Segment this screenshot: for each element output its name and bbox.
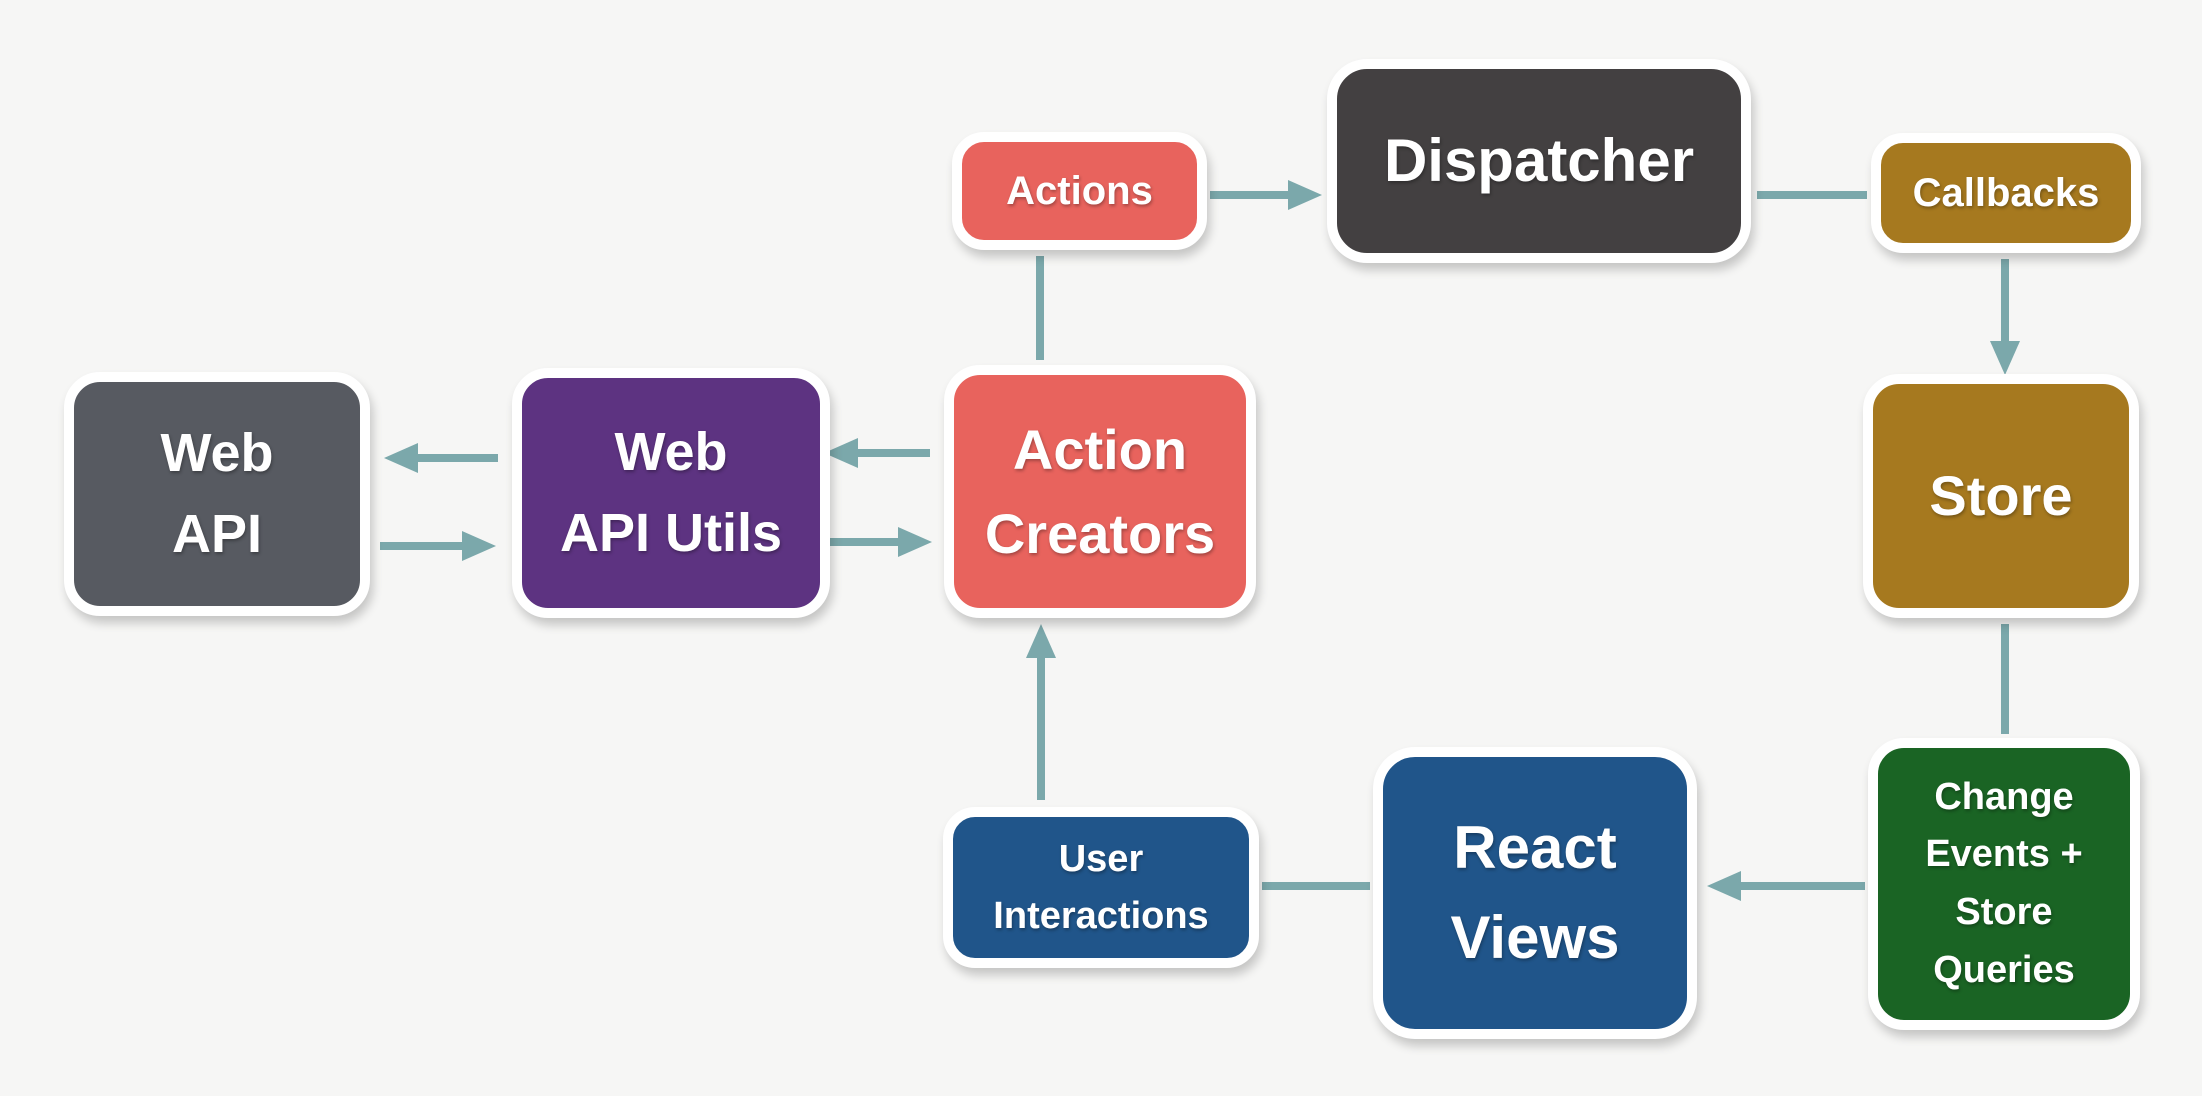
node-label: Action Creators xyxy=(985,408,1215,576)
edge-line xyxy=(1037,658,1045,800)
node-change-events-store-queries: Change Events + Store Queries xyxy=(1868,738,2140,1030)
edge-line xyxy=(1741,882,1865,890)
node-label: Change Events + Store Queries xyxy=(1925,769,2082,1000)
node-label: Web API xyxy=(160,413,273,575)
node-label: Actions xyxy=(1006,161,1153,221)
node-label-line: Action xyxy=(1012,417,1188,481)
node-label-line: Interactions xyxy=(993,894,1209,937)
node-label-line: Web xyxy=(160,423,274,483)
node-action-creators: Action Creators xyxy=(944,365,1256,618)
node-label-line: React xyxy=(1453,814,1617,881)
node-user-interactions: User Interactions xyxy=(943,807,1259,968)
edge-line xyxy=(828,538,898,546)
node-dispatcher: Dispatcher xyxy=(1327,59,1751,263)
edge-line xyxy=(2001,259,2009,341)
edge-line xyxy=(2001,624,2009,734)
edge-line xyxy=(1210,191,1288,199)
node-label-line: Creators xyxy=(984,501,1216,565)
node-label: Store xyxy=(1929,454,2072,538)
arrowhead-left-icon xyxy=(1707,871,1741,901)
node-store: Store xyxy=(1863,374,2139,618)
node-label-line: Store xyxy=(1929,464,2073,527)
node-label-line: Queries xyxy=(1933,948,2075,991)
arrowhead-down-icon xyxy=(1990,341,2020,375)
node-label: Callbacks xyxy=(1913,163,2100,223)
node-label-line: Web xyxy=(614,422,728,482)
node-label-line: Events + xyxy=(1925,833,2083,876)
node-label-line: API Utils xyxy=(559,503,783,563)
node-label: User Interactions xyxy=(993,831,1208,945)
node-web-api: Web API xyxy=(64,372,370,616)
arrowhead-right-icon xyxy=(462,531,496,561)
edge-line xyxy=(1262,882,1370,890)
node-label-line: Dispatcher xyxy=(1383,127,1695,194)
node-callbacks: Callbacks xyxy=(1871,133,2141,253)
node-label-line: Change xyxy=(1934,775,2074,818)
arrowhead-up-icon xyxy=(1026,624,1056,658)
node-label-line: User xyxy=(1058,837,1144,880)
node-label-line: Store xyxy=(1955,891,2053,933)
node-react-views: React Views xyxy=(1373,747,1697,1039)
node-label: Dispatcher xyxy=(1384,116,1694,206)
node-actions: Actions xyxy=(952,132,1207,250)
edge-line xyxy=(380,542,462,550)
edge-line xyxy=(1757,191,1867,199)
arrowhead-left-icon xyxy=(384,443,418,473)
node-label-line: API xyxy=(171,504,262,564)
node-label-line: Actions xyxy=(1006,169,1153,213)
edge-line xyxy=(858,449,930,457)
edge-line xyxy=(1036,256,1044,360)
edge-line xyxy=(418,454,498,462)
node-label-line: Callbacks xyxy=(1912,171,2100,215)
node-label: Web API Utils xyxy=(560,412,782,574)
arrowhead-right-icon xyxy=(1288,180,1322,210)
node-label: React Views xyxy=(1450,803,1619,983)
node-label-line: Views xyxy=(1450,904,1620,971)
arrowhead-right-icon xyxy=(898,527,932,557)
node-web-api-utils: Web API Utils xyxy=(512,368,830,618)
